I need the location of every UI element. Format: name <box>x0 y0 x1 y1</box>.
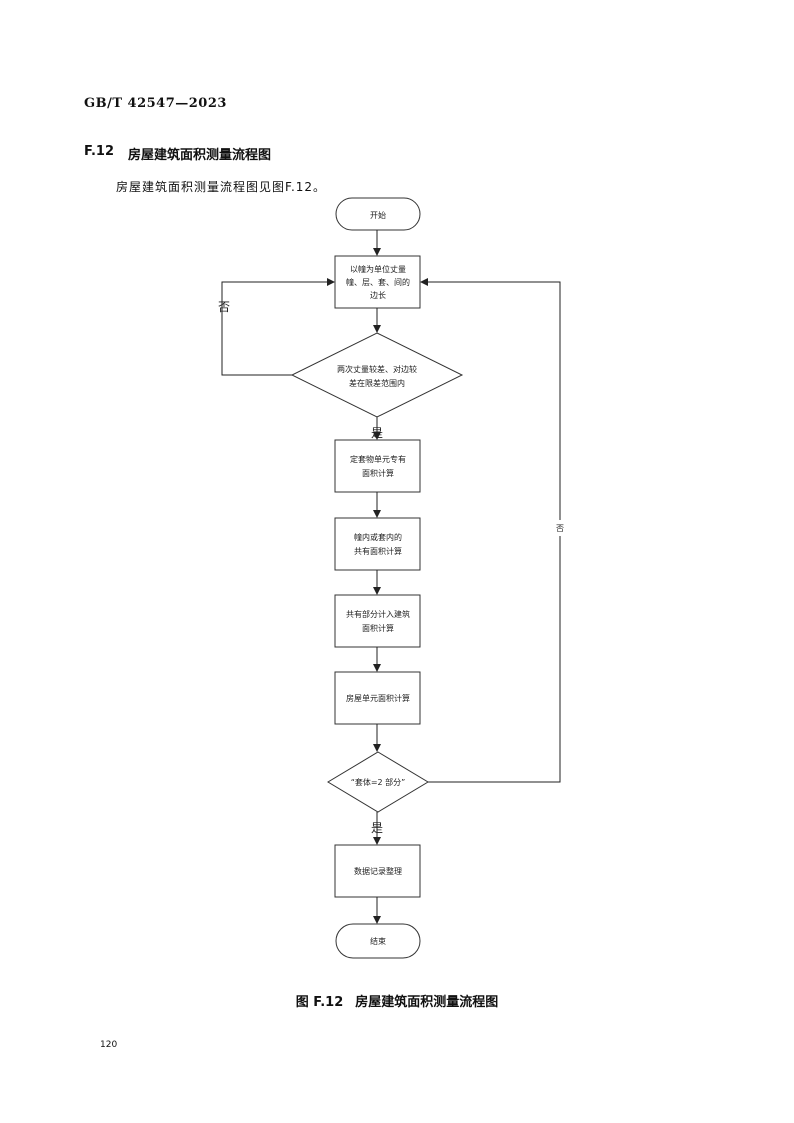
step4-label: 房屋单元面积计算 <box>346 693 410 703</box>
check-line-1: 两次丈量较差、对边较 <box>337 364 417 374</box>
loop-right <box>420 278 561 783</box>
step2-line-2: 共有面积计算 <box>354 546 402 556</box>
section-number: F.12 <box>84 144 114 159</box>
step4-box <box>334 671 421 725</box>
step2-box <box>334 517 421 571</box>
section-title: 房屋建筑面积测量流程图 <box>128 148 272 163</box>
start-terminal <box>335 197 421 231</box>
step3-box <box>334 594 421 648</box>
step3-line-2: 面积计算 <box>362 623 394 633</box>
figure-number: 图 F.12 <box>295 995 344 1010</box>
end-label: 结束 <box>370 936 386 946</box>
figure-title: 房屋建筑面积测量流程图 <box>355 995 499 1010</box>
measure-line-2: 幢、层、套、间的 <box>346 277 410 287</box>
label-yes-bottom: 是 <box>371 821 383 835</box>
check2-decision <box>327 751 429 813</box>
page-number: 120 <box>100 1040 118 1050</box>
check-decision <box>290 332 464 418</box>
loop-left <box>221 278 335 376</box>
label-yes: 是 <box>371 426 383 440</box>
step1-box <box>334 439 421 493</box>
label-no-right: 否 <box>556 524 564 533</box>
step1-line-1: 定套物单元专有 <box>350 454 406 464</box>
records-label: 数据记录整理 <box>354 866 402 876</box>
measure-line-1: 以幢为单位丈量 <box>350 264 406 274</box>
records-box <box>334 844 421 898</box>
measure-line-3: 边长 <box>370 290 386 300</box>
standard-number: GB/T 42547—2023 <box>84 96 227 111</box>
step1-line-2: 面积计算 <box>362 468 394 478</box>
label-no-left: 否 <box>218 300 230 314</box>
step2-line-1: 幢内或套内的 <box>354 532 402 542</box>
check2-label: “套体=2 部分” <box>351 777 406 787</box>
intro-paragraph: 房屋建筑面积测量流程图见图F.12。 <box>116 180 327 194</box>
check-line-2: 差在限差范围内 <box>349 378 405 388</box>
step3-line-1: 共有部分计入建筑 <box>346 609 410 619</box>
section-heading: F.12 房屋建筑面积测量流程图 <box>84 144 271 163</box>
figure-caption: 图 F.12 房屋建筑面积测量流程图 <box>0 991 794 1010</box>
start-label: 开始 <box>370 210 386 220</box>
end-terminal <box>335 923 421 959</box>
